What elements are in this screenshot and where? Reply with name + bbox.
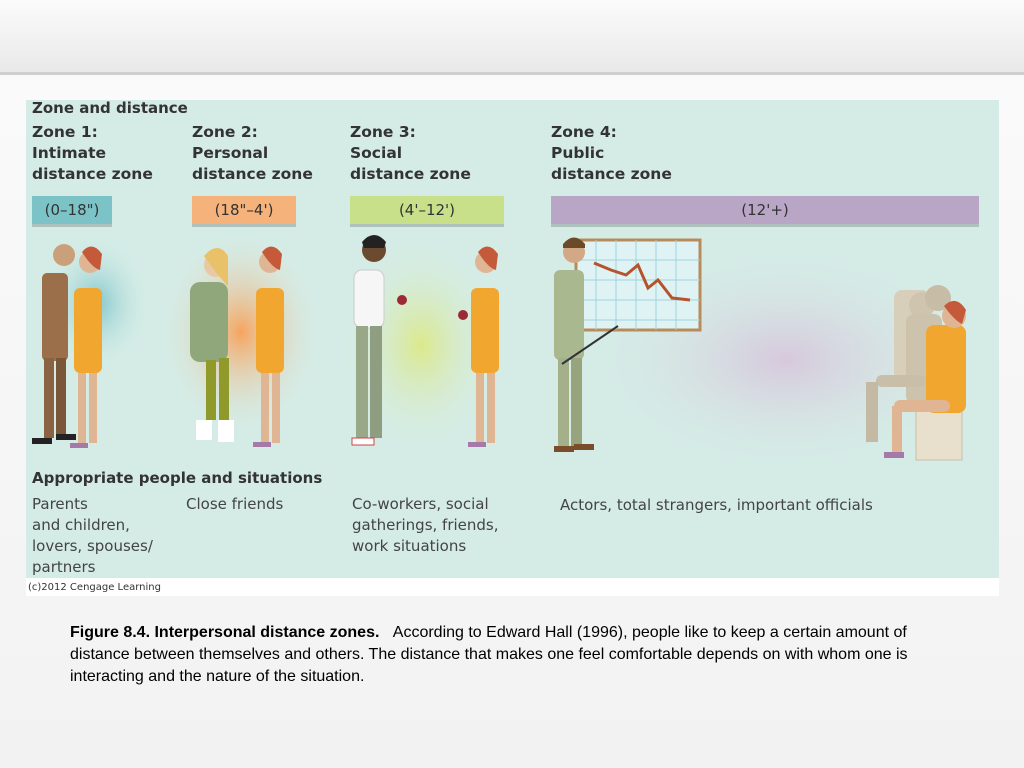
figure-caption: Figure 8.4. Interpersonal distance zones… bbox=[70, 622, 950, 688]
zone3-title: Zone 3: Social distance zone bbox=[350, 122, 471, 185]
zone3-label: Zone 3: bbox=[350, 123, 416, 141]
zone4-label: Zone 4: bbox=[551, 123, 617, 141]
zone3-people: Co-workers, social gatherings, friends, … bbox=[352, 495, 499, 555]
figure-image: Zone and distance Zone 1: Intimate dista… bbox=[26, 99, 999, 596]
zone1-couple-figure bbox=[32, 244, 102, 448]
copyright-credit: (c)2012 Cengage Learning bbox=[28, 582, 161, 593]
figure-illustration bbox=[32, 227, 996, 480]
zone3-name: Social bbox=[350, 144, 403, 162]
zone2-subtitle: distance zone bbox=[192, 165, 313, 183]
caption-label: Figure 8.4. Interpersonal distance zones… bbox=[70, 624, 380, 641]
zone4-speaker-figure bbox=[554, 237, 702, 452]
zone2-label: Zone 2: bbox=[192, 123, 258, 141]
zone4-title: Zone 4: Public distance zone bbox=[551, 122, 672, 185]
zone1-name: Intimate bbox=[32, 144, 107, 162]
zone2-glow bbox=[159, 227, 323, 437]
zone4-people: Actors, total strangers, important offic… bbox=[560, 496, 873, 514]
situations-header: Appropriate people and situations bbox=[32, 469, 323, 487]
caption-text: According to Edward Hall (1996), people … bbox=[70, 624, 908, 685]
zone4-name: Public bbox=[551, 144, 605, 162]
zone2-people: Close friends bbox=[186, 495, 284, 513]
figure-panel: Zone and distance Zone 1: Intimate dista… bbox=[26, 99, 999, 578]
slide-title-band bbox=[0, 0, 1024, 75]
zone4-audience-figure bbox=[866, 285, 966, 461]
zone2-friends-figure bbox=[190, 246, 284, 447]
zone3-social-figure bbox=[351, 235, 499, 447]
zone1-title: Zone 1: Intimate distance zone bbox=[32, 122, 153, 185]
zone2-range-bar: (18"–4') bbox=[192, 196, 296, 224]
zone1-subtitle: distance zone bbox=[32, 165, 153, 183]
zone4-range-bar: (12'+) bbox=[551, 196, 979, 224]
zone3-subtitle: distance zone bbox=[350, 165, 471, 183]
zone2-title: Zone 2: Personal distance zone bbox=[192, 122, 313, 185]
zone2-name: Personal bbox=[192, 144, 269, 162]
zone3-range-bar: (4'–12') bbox=[350, 196, 504, 224]
zone1-people: Parents and children, lovers, spouses/ p… bbox=[32, 495, 153, 576]
zone1-label: Zone 1: bbox=[32, 123, 98, 141]
zone4-subtitle: distance zone bbox=[551, 165, 672, 183]
zone-and-distance-header: Zone and distance bbox=[32, 99, 188, 117]
zone1-range-bar: (0–18") bbox=[32, 196, 112, 224]
